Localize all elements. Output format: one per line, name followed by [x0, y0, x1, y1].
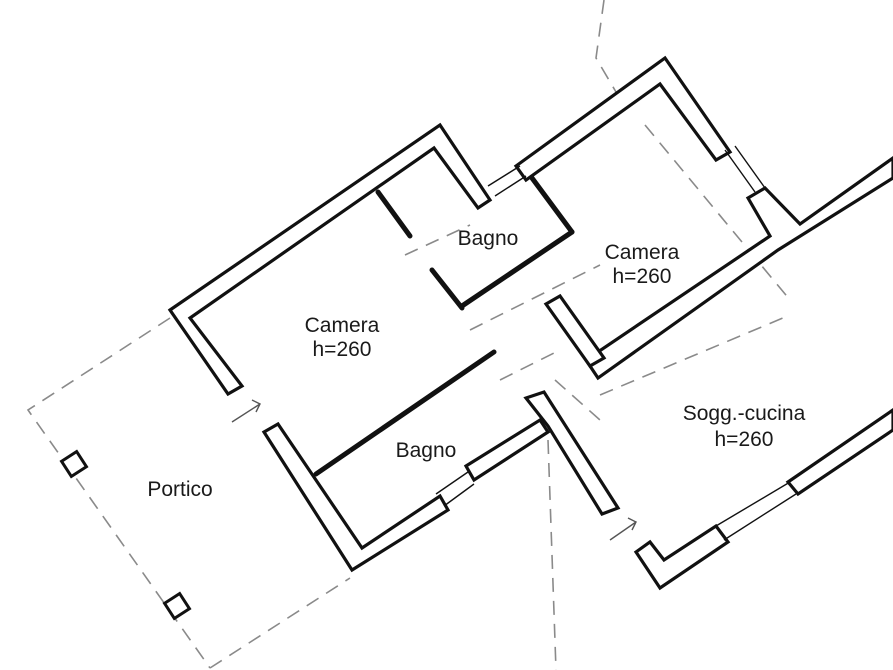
partition-bagno-bottom: [459, 229, 575, 309]
window-bagno-top-b: [494, 175, 527, 197]
portico-boundary: [26, 317, 211, 669]
pillars: [59, 449, 192, 621]
window-living-b: [723, 493, 797, 541]
label-portico: Portico: [147, 478, 212, 501]
partition-bagno-jamb: [429, 267, 465, 311]
window-bagno-top-a: [487, 165, 521, 187]
wall-camera-right-top: [513, 55, 733, 183]
window-camera-right-a: [724, 149, 756, 193]
partitions: [313, 175, 575, 477]
axis-vertical: [547, 439, 557, 670]
windows: [435, 145, 797, 541]
label-camera-left-height: h=260: [313, 338, 372, 361]
entrance-arrow-living: [609, 521, 637, 541]
wall-living-right: [785, 408, 893, 497]
window-bagno-bottom-a: [435, 471, 469, 495]
partition-bagno-left: [375, 189, 413, 239]
room-labels: Camera h=260 Bagno Camera h=260 Bagno So…: [147, 227, 805, 501]
window-camera-right-b: [734, 145, 766, 189]
pillar-bottom: [162, 591, 192, 621]
ceiling-line-center-3: [499, 349, 561, 381]
wall-camera-right-side: [583, 156, 893, 381]
window-living-a: [715, 481, 791, 527]
wall-bagno-bottom: [463, 417, 551, 483]
entrances: [231, 399, 637, 541]
partition-bagno-right: [529, 175, 575, 235]
ceiling-line-center-1: [404, 224, 471, 256]
wall-center-pier: [523, 390, 621, 516]
partition-corridor: [313, 349, 497, 477]
entrance-arrow-living-head: [627, 517, 637, 531]
entrance-arrow-portico-head: [251, 399, 261, 413]
pillar-top: [59, 449, 89, 479]
label-sogg-cucina-name: Sogg.-cucina: [683, 402, 806, 425]
top-boundary: [595, 0, 617, 93]
window-bagno-bottom-b: [443, 483, 475, 507]
ceiling-line-living-2: [554, 379, 601, 421]
entrance-arrow-portico: [231, 403, 261, 423]
ceiling-line-center-2: [469, 264, 601, 331]
wall-camera-right-inner: [543, 293, 607, 369]
wall-living-bottom: [633, 523, 731, 591]
wall-camera-left-top: [167, 122, 493, 397]
ceiling-line-camera-right: [644, 124, 791, 301]
label-camera-left-name: Camera: [305, 314, 380, 337]
label-camera-right-height: h=260: [613, 265, 672, 288]
dashed-lines: [26, 0, 791, 670]
walls: [167, 55, 893, 591]
label-sogg-cucina-height: h=260: [715, 428, 774, 451]
label-bagno-bottom: Bagno: [396, 439, 457, 462]
label-bagno-top: Bagno: [458, 227, 519, 250]
portico-edge: [209, 577, 351, 669]
ceiling-line-living: [599, 314, 791, 396]
label-camera-right-name: Camera: [605, 241, 680, 264]
wall-camera-left-bottom: [261, 421, 451, 573]
